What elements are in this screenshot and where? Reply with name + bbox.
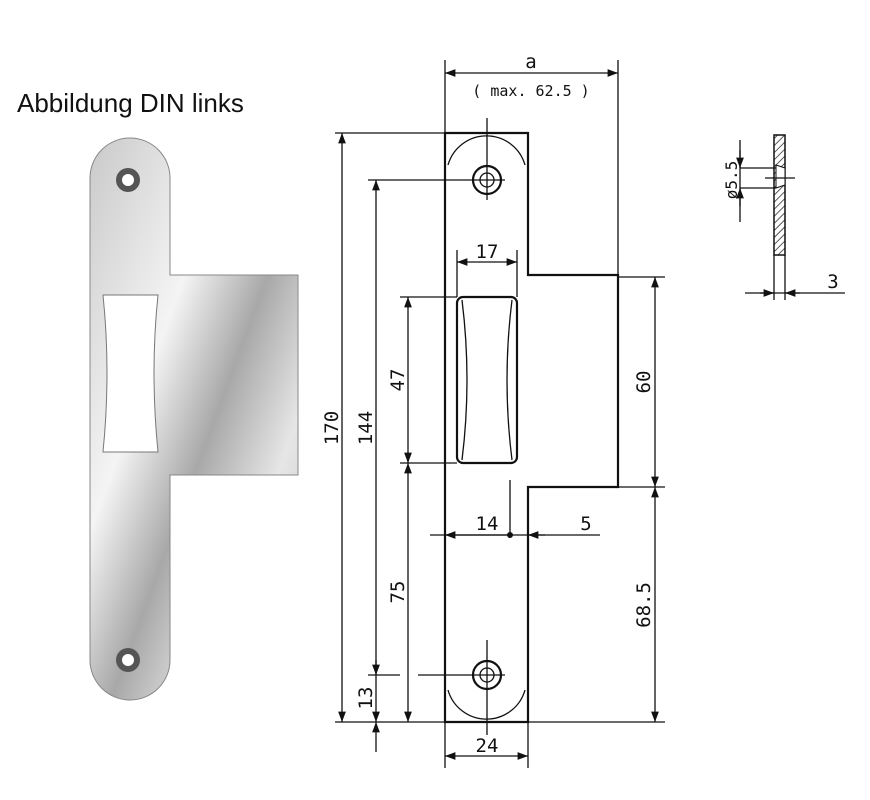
dim-flange-bottom: 68.5 (633, 582, 655, 628)
dim-a: a (525, 51, 536, 73)
dim-hole-diameter: ø5.5 (722, 161, 741, 200)
dim-flange-height: 60 (633, 371, 655, 394)
dim-a-max: ( max. 62.5 ) (472, 82, 589, 100)
dim-slot-width: 17 (476, 241, 499, 263)
dim-slot-bottom: 75 (387, 581, 409, 604)
dim-slot-height: 47 (387, 369, 409, 392)
front-view (335, 60, 665, 768)
dim-hole-spacing: 144 (355, 411, 377, 445)
figure-caption: Abbildung DIN links (17, 88, 244, 118)
dim-total-height: 170 (321, 411, 343, 445)
dim-slot-center: 14 (476, 513, 499, 535)
dim-thickness: 3 (827, 271, 838, 293)
dim-offset: 5 (580, 513, 591, 535)
dim-hole-offset: 13 (355, 687, 377, 710)
side-view (736, 134, 845, 300)
dim-plate-width: 24 (476, 735, 499, 757)
strike-plate-photo (89, 137, 299, 701)
